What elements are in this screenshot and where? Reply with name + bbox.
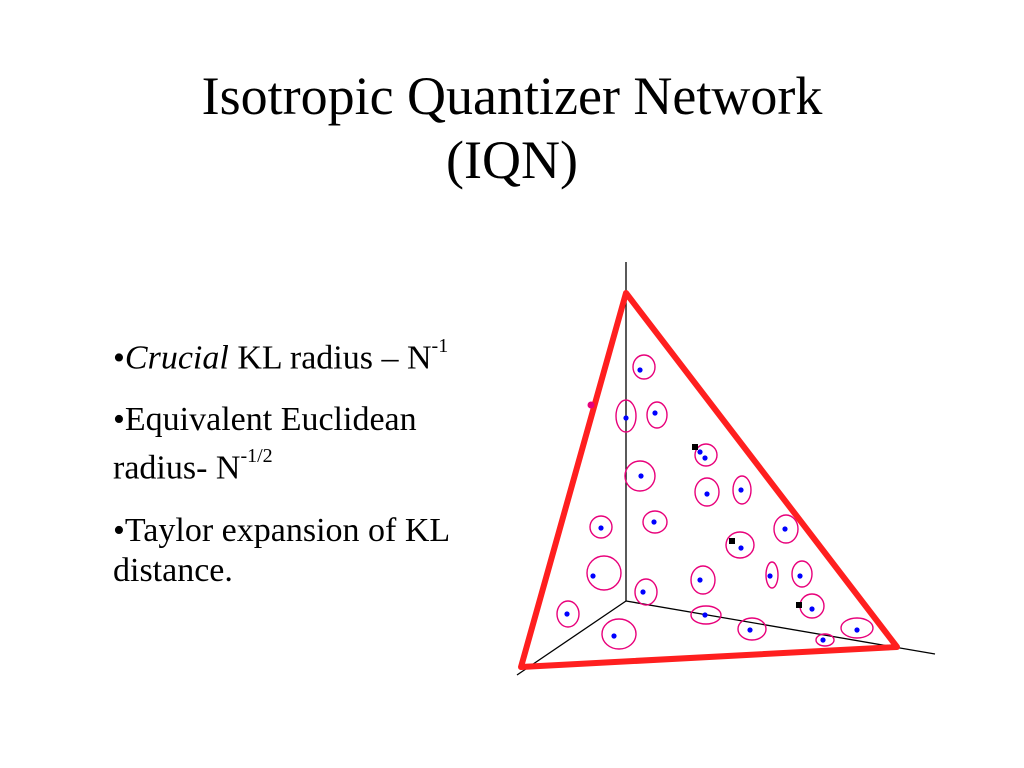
quantizer-center-dot [767,573,773,579]
quantizer-center-dot [747,627,753,633]
bullet-marker: • [113,339,125,377]
quantizer-circle [791,560,813,588]
quantizer-circle [586,555,622,591]
quantizer-center-dot [702,455,708,461]
bullet-text-line-2: distance. [113,551,233,589]
simplex-triangle [518,290,900,670]
square-marker [796,602,802,608]
bullet-exponent: -1 [431,335,449,357]
quantizer-center-dot [854,627,860,633]
quantizer-circle [632,354,656,380]
quantizer-center-dot [738,545,744,551]
simplex-diagram [516,262,936,676]
bullet-text: KL radius – N [228,339,432,377]
quantizer-circle [732,475,752,505]
bullet-crucial-kl-radius: •Crucial KL radius – N-1 [113,330,583,378]
quantizer-circle [690,565,716,595]
bullet-text-line-1: Taylor expansion of KL [124,511,451,549]
quantizer-circle [646,401,668,429]
quantizer-circle [615,399,637,433]
quantizer-center-dot [640,589,646,595]
title-line-2: (IQN) [446,130,578,190]
bullet-italic-word: Crucial [124,339,229,377]
quantizer-center-dot [702,612,708,618]
quantizer-circle [694,477,720,507]
quantizer-center-dot [697,449,703,455]
quantizer-circle [624,460,656,492]
quantizer-circle [634,578,658,606]
quantizer-center-dot [564,611,570,617]
bullet-marker: • [113,511,125,549]
quantizer-center-dot [820,637,826,643]
square-marker [729,538,735,544]
quantizer-center-dot [637,367,643,373]
title-line-1: Isotropic Quantizer Network [201,66,823,126]
quantizer-center-dot [623,415,629,421]
bullet-marker: • [113,401,125,439]
quantizer-circle [799,593,825,619]
square-marker [692,444,698,450]
quantizer-circle [589,515,613,539]
edge-point [587,401,595,409]
quantizer-circle [840,617,874,639]
bullet-list: •Crucial KL radius – N-1 •Equivalent Euc… [113,330,583,613]
quantizer-center-dot [738,487,744,493]
quantizer-center-dot [704,491,710,497]
quantizer-circle [556,600,580,628]
quantizer-center-dot [782,526,788,532]
quantizer-circle [642,510,668,534]
quantizer-center-dot [797,573,803,579]
quantizer-center-dot [651,519,657,525]
bullet-euclidean-radius: •Equivalent Euclidean radius- N-1/2 [113,400,583,488]
slide-title: Isotropic Quantizer Network (IQN) [0,64,1024,192]
bullet-exponent: -1/2 [240,445,273,468]
quantizer-circle [690,605,722,625]
quantizer-circle [773,514,799,544]
quantizer-center-dot [598,525,604,531]
quantizer-circle [815,633,835,647]
quantizer-center-dot [652,410,658,416]
quantizer-circle [694,443,718,467]
quantizer-center-dot [638,473,644,479]
bullet-text-line-2: radius- N [113,449,241,487]
quantizer-circle [765,561,779,589]
quantizer-center-dot [809,606,815,612]
quantizer-center-dot [590,573,596,579]
quantizer-circle [737,617,767,641]
quantizer-center-dot [697,577,703,583]
bullet-text-line-1: Equivalent Euclidean [124,401,417,439]
quantizer-circle [725,531,755,559]
quantizer-center-dot [611,633,617,639]
depth-axis [516,600,627,676]
quantizer-circle [601,618,637,650]
